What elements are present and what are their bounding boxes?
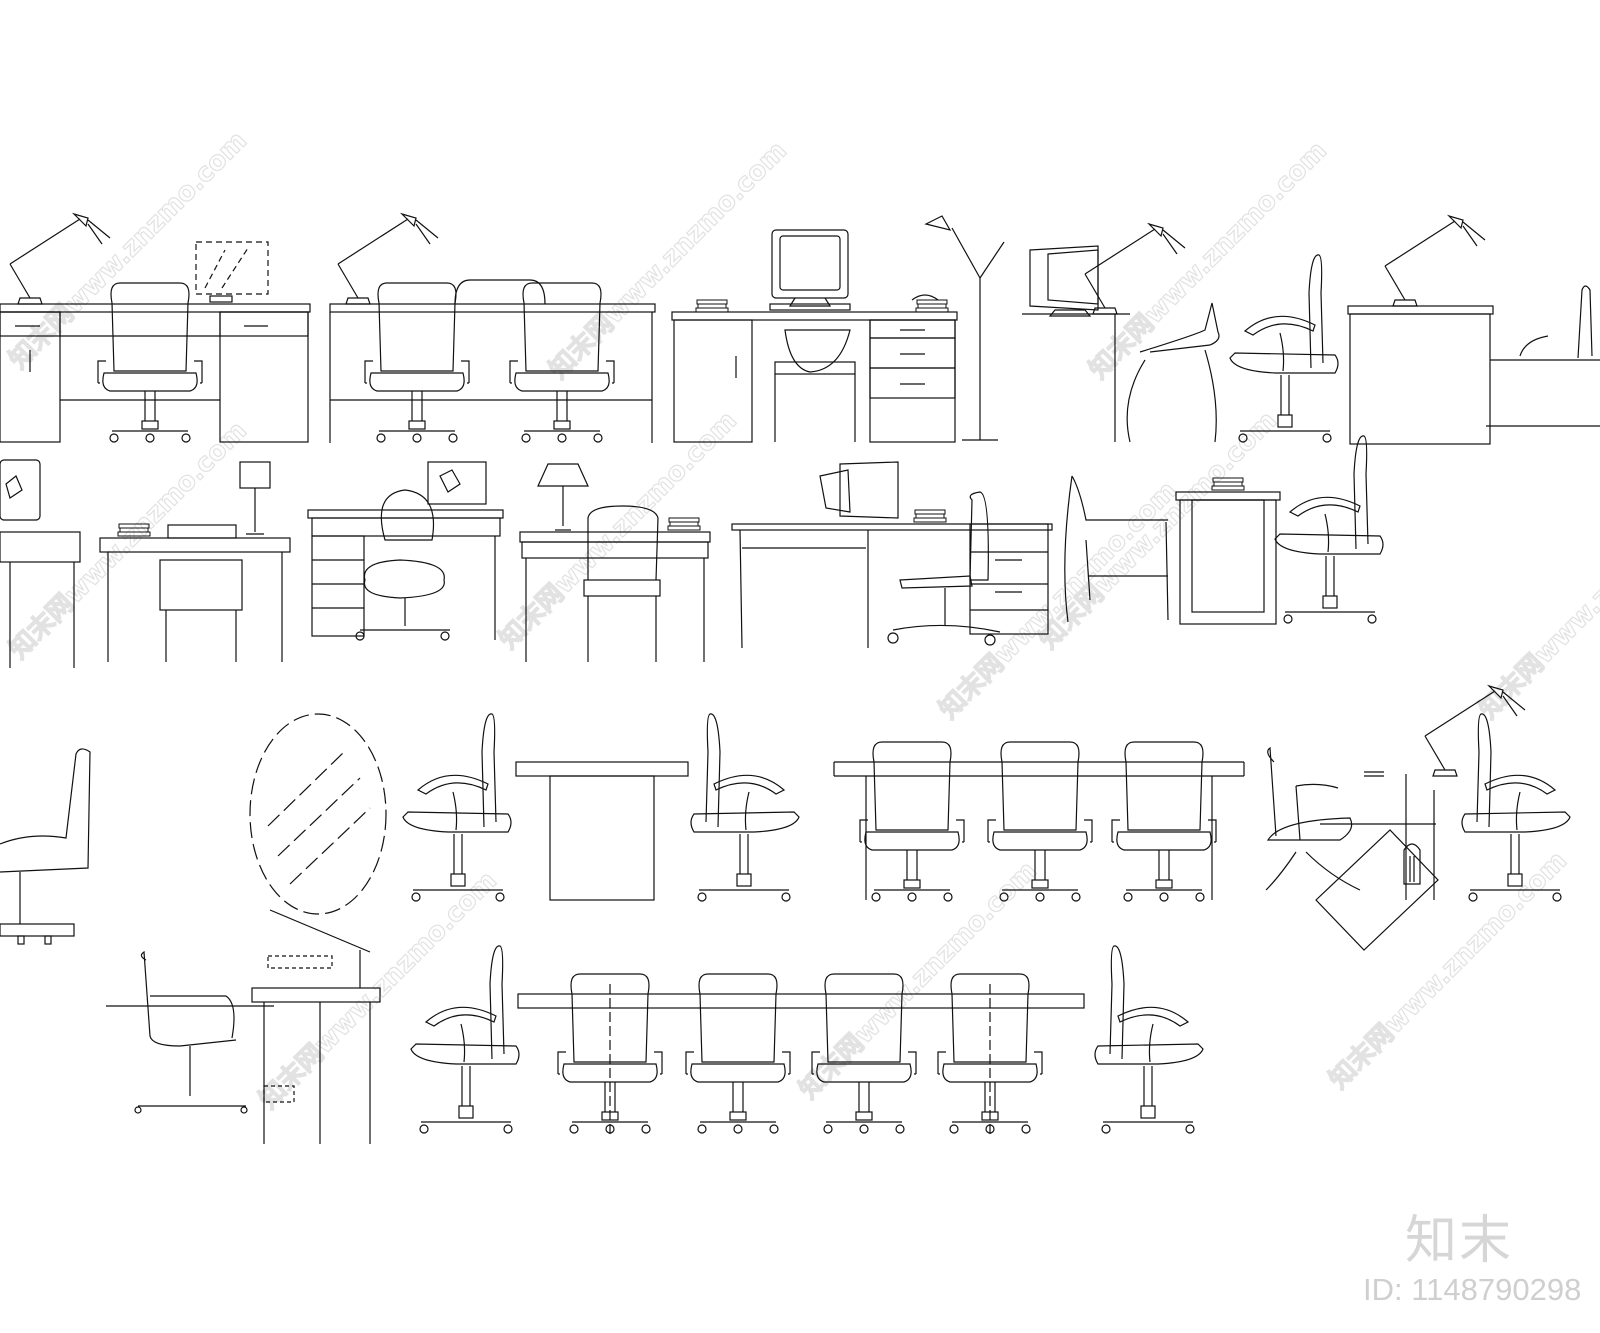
brand-logo: 知末 bbox=[1405, 1211, 1514, 1271]
brand-id: ID: 1148790298 bbox=[1363, 1272, 1582, 1307]
pedestal-table bbox=[515, 761, 689, 901]
chair-drafting-detail bbox=[1265, 685, 1526, 951]
mirror-frame bbox=[195, 241, 269, 295]
conference-table-row bbox=[833, 741, 1245, 902]
row-3-furniture bbox=[0, 685, 1571, 951]
row-1-desks bbox=[0, 213, 1600, 445]
row-2-desks bbox=[0, 435, 1384, 668]
desk-with-two-chairs bbox=[329, 213, 656, 443]
partial-lounge-chair bbox=[0, 748, 91, 945]
side-office-chair bbox=[1274, 435, 1384, 624]
partial-desk-monitor bbox=[0, 459, 81, 668]
computer-desk bbox=[671, 215, 1005, 443]
floor-lamp bbox=[924, 215, 1005, 441]
desk-with-drawers-a bbox=[0, 213, 311, 443]
side-desk-monitor bbox=[1022, 223, 1339, 443]
vanity-desk-lamp-chair bbox=[519, 463, 711, 662]
chrome-chair-desk bbox=[106, 909, 381, 1144]
workstation-desk bbox=[731, 461, 1053, 649]
row-4-furniture bbox=[106, 909, 1204, 1144]
corner-desk bbox=[1347, 215, 1600, 445]
desk-drawers-task-chair bbox=[307, 461, 504, 641]
side-chair-small-desk bbox=[1064, 475, 1281, 625]
watermark-layer bbox=[3, 125, 1600, 1116]
writing-desk-lamp bbox=[99, 461, 291, 662]
long-conference-table bbox=[517, 973, 1085, 1134]
oval-mirror bbox=[249, 713, 387, 915]
